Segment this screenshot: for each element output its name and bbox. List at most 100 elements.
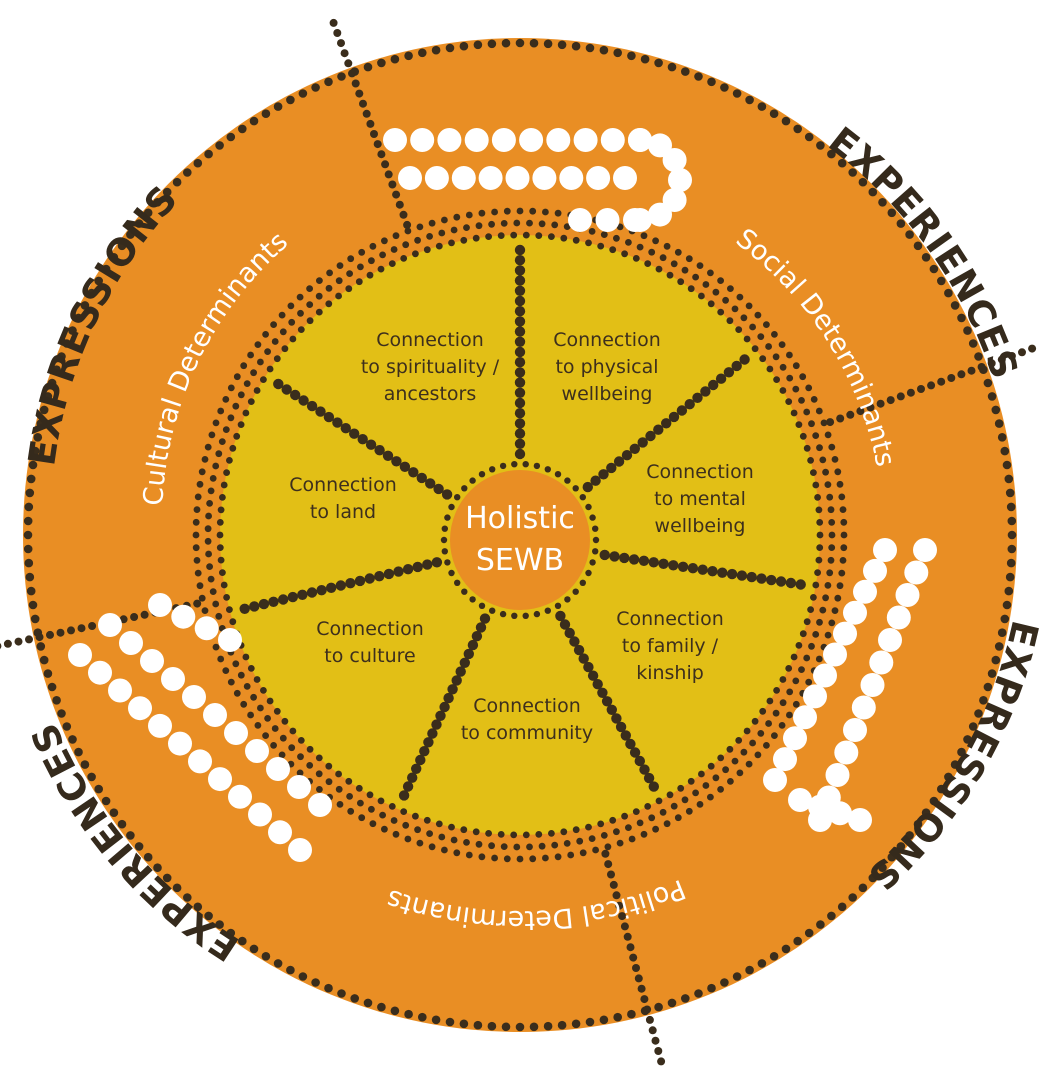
border-dot — [62, 339, 72, 348]
border-dot — [652, 237, 659, 245]
spoke-dot — [583, 661, 594, 673]
border-dot — [749, 739, 756, 747]
white-dot — [613, 166, 637, 190]
border-dot — [732, 972, 742, 981]
track-dot — [937, 377, 946, 386]
border-dot — [757, 959, 767, 968]
white-dot — [628, 128, 652, 152]
white-dot — [825, 763, 850, 787]
white-dot — [168, 731, 192, 756]
border-dot — [460, 826, 468, 834]
border-dot — [516, 855, 524, 863]
border-dot — [499, 610, 507, 618]
spoke-dot — [364, 573, 375, 584]
white-dot — [913, 538, 937, 562]
spoke-dot — [514, 408, 526, 419]
border-dot — [448, 503, 455, 511]
border-dot — [766, 365, 774, 373]
white-dot — [98, 613, 122, 637]
spoke-dot — [258, 598, 270, 610]
spoke-dot — [399, 461, 411, 472]
segment-label: Connection — [553, 329, 661, 351]
border-dot — [740, 314, 748, 322]
spoke-dot — [402, 564, 414, 575]
white-dot — [623, 208, 647, 232]
spoke-dot — [619, 552, 630, 564]
border-dot — [831, 456, 839, 463]
border-dot — [94, 784, 103, 794]
border-dot — [1006, 558, 1016, 568]
border-dot — [702, 782, 710, 789]
border-dot — [535, 831, 543, 838]
border-dot — [428, 219, 436, 227]
spoke-dot — [357, 434, 368, 445]
border-dot — [994, 419, 1004, 428]
border-dot — [242, 409, 250, 417]
spoke-dot — [514, 428, 526, 439]
border-dot — [599, 45, 609, 55]
border-dot — [28, 600, 38, 610]
border-dot — [337, 989, 346, 998]
border-dot — [271, 338, 279, 345]
white-dot — [194, 616, 219, 641]
border-dot — [572, 826, 580, 834]
border-dot — [226, 132, 236, 142]
white-dot — [600, 128, 625, 152]
border-dot — [557, 40, 567, 50]
track-dot — [362, 109, 371, 118]
border-dot — [604, 843, 612, 851]
border-dot — [441, 525, 448, 532]
border-dot — [204, 525, 212, 533]
center-label-line2: SEWB — [476, 543, 564, 578]
border-dot — [771, 732, 778, 739]
border-dot — [810, 594, 817, 601]
border-dot — [560, 234, 568, 242]
border-dot — [264, 348, 271, 355]
border-dot — [503, 207, 511, 215]
border-dot — [628, 835, 636, 843]
border-dot — [240, 362, 248, 370]
spoke-dot — [391, 456, 402, 467]
border-dot — [822, 594, 829, 602]
white-dot — [546, 128, 571, 152]
spoke-dot — [601, 696, 613, 707]
track-dot — [1018, 348, 1026, 357]
border-dot — [663, 242, 671, 250]
track-dot — [25, 635, 33, 644]
white-dot — [88, 660, 112, 685]
border-dot — [219, 569, 226, 576]
border-dot — [217, 506, 225, 514]
border-dot — [526, 843, 533, 851]
border-dot — [957, 313, 966, 323]
border-dot — [529, 855, 537, 863]
border-dot — [94, 276, 103, 286]
spoke-dot — [455, 666, 466, 677]
white-dot — [218, 628, 242, 652]
border-dot — [441, 548, 448, 555]
track-dot — [329, 18, 338, 27]
border-dot — [944, 772, 953, 782]
border-dot — [771, 331, 778, 338]
border-dot — [803, 444, 811, 452]
border-dot — [240, 700, 248, 708]
track-dot — [381, 160, 390, 169]
border-dot — [335, 292, 342, 300]
track-dot — [967, 366, 976, 375]
spoke-dot — [775, 576, 787, 587]
spoke-dot — [643, 772, 655, 784]
border-dot — [478, 853, 486, 861]
border-dot — [431, 45, 441, 55]
border-dot — [198, 594, 206, 602]
border-dot — [745, 95, 754, 105]
track-dot — [3, 639, 12, 648]
border-dot — [674, 814, 682, 822]
border-dot — [306, 762, 314, 769]
border-dot — [913, 819, 923, 829]
spoke-dot — [692, 392, 703, 403]
white-dot — [869, 650, 894, 675]
border-dot — [1005, 572, 1015, 582]
border-dot — [286, 965, 295, 975]
spoke-dot — [393, 566, 404, 577]
border-dot — [786, 374, 794, 382]
